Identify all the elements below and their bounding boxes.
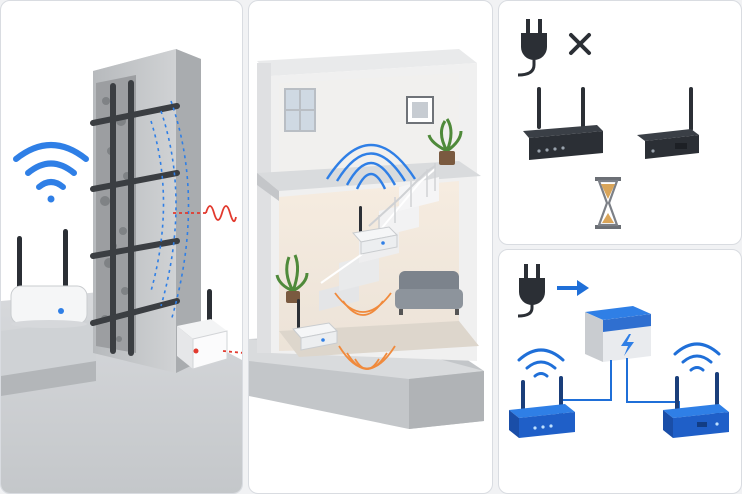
- panel-power-on-reconnect: [498, 249, 742, 494]
- router-icon-right: [663, 372, 729, 438]
- window-icon: [284, 88, 316, 132]
- sofa-icon: [395, 271, 463, 315]
- power-on-scene: [509, 264, 729, 438]
- plant-icon: [427, 118, 463, 165]
- hourglass-icon: [595, 177, 621, 229]
- modem-icon: [637, 87, 699, 159]
- blocked-signal-arcs: [150, 100, 190, 322]
- panel-power-off-restart: [498, 0, 742, 245]
- router-icon: [10, 229, 88, 328]
- wifi-signal-icon: [325, 143, 417, 190]
- router-icon: [523, 87, 603, 160]
- arrow-right-icon: [557, 280, 589, 296]
- router-icon-lower: [292, 299, 339, 351]
- rebar-icon: [90, 80, 180, 356]
- router-icon: [352, 206, 399, 255]
- power-plug-icon: [517, 264, 545, 318]
- power-hub-icon: [585, 306, 651, 362]
- cable: [560, 358, 680, 412]
- wall-scene: [1, 49, 242, 493]
- router-icon: [509, 376, 575, 438]
- picture-frame-icon: [406, 96, 434, 124]
- sensor-box-icon: [177, 289, 242, 370]
- weak-signal-waves: [334, 292, 396, 370]
- wifi-signal-icon: [13, 142, 89, 203]
- panel-wall-signal-block: [0, 0, 243, 494]
- interference-wave-icon: [173, 205, 237, 223]
- power-plug-icon: [517, 19, 547, 77]
- plant-icon-lower: [275, 254, 309, 303]
- wifi-signal-icon: [517, 348, 565, 378]
- panel-house-cross-section: [248, 0, 493, 494]
- power-off-scene: [517, 19, 699, 229]
- house-scene: [249, 49, 484, 429]
- close-icon: [569, 33, 591, 55]
- wifi-signal-icon-right: [673, 342, 721, 372]
- staircase-icon: [319, 163, 439, 311]
